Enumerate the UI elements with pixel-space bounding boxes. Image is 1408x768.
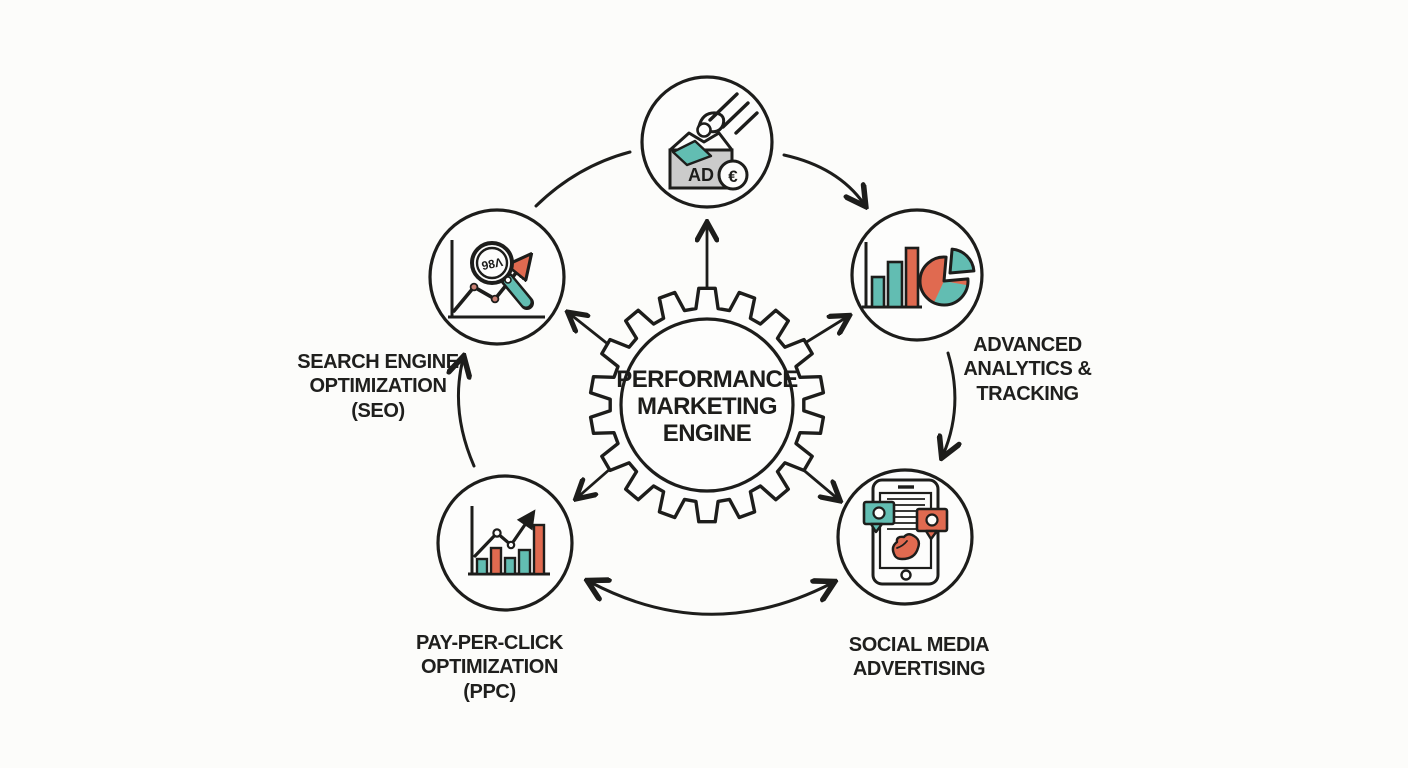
- growth-bar-chart-icon: [468, 506, 550, 576]
- pie-chart: [918, 247, 976, 307]
- dropping-coin: [696, 122, 712, 138]
- line-dot: [490, 294, 500, 304]
- speech-bubble-left: [862, 500, 896, 534]
- euro-coin: [717, 159, 749, 191]
- magnifier-handle-fill: [503, 275, 531, 307]
- speech-bubble-right: [915, 507, 949, 541]
- ad-box-open-top: [668, 131, 734, 152]
- node-ad-budget: AD €: [640, 75, 774, 209]
- arc-analytics-to-social: [943, 351, 955, 455]
- node-circle-ppc: [436, 474, 574, 612]
- arc-ad-to-analytics: [782, 153, 864, 204]
- bar: [517, 548, 532, 576]
- bar: [904, 246, 920, 309]
- ad-box-euro-icon: AD €: [668, 92, 759, 191]
- bar: [532, 523, 546, 576]
- handle-joint-dot: [504, 276, 512, 284]
- node-seo: 98Λ: [428, 208, 566, 346]
- label-seo: SEARCH ENGINE OPTIMIZATION (SEO): [297, 351, 459, 422]
- arc-ppc-to-seo: [458, 359, 476, 468]
- pie-separated-wedge: [948, 247, 976, 275]
- hub-gear: [588, 286, 826, 524]
- bar: [886, 260, 904, 309]
- label-ppc: PAY-PER-CLICK OPTIMIZATION (PPC): [415, 632, 564, 703]
- trend-arrow: [473, 509, 536, 558]
- hand-icon: [697, 111, 726, 134]
- bar: [870, 275, 886, 309]
- bar-pie-chart-icon: [862, 242, 976, 309]
- pie-main-outline: [918, 255, 970, 307]
- trend-dot: [492, 528, 502, 538]
- line-dot: [469, 282, 479, 292]
- cycle-arrows: [458, 150, 955, 616]
- ad-box-label: AD: [688, 165, 714, 185]
- arc-social-ppc-both-ways: [590, 582, 832, 616]
- arc-seo-to-ad: [534, 150, 632, 208]
- euro-symbol: €: [728, 167, 738, 186]
- node-social: [836, 468, 974, 606]
- ad-box-flap: [671, 139, 713, 167]
- node-analytics: [850, 208, 984, 342]
- magnifier-graph-icon: 98Λ: [448, 240, 545, 319]
- coin-speed-lines: [708, 92, 759, 135]
- smartphone-social-icon: [862, 478, 949, 586]
- label-analytics: ADVANCED ANALYTICS & TRACKING: [963, 334, 1092, 405]
- bar: [489, 546, 503, 576]
- trend-dot: [506, 540, 516, 550]
- bar: [503, 556, 517, 576]
- bar: [475, 557, 489, 576]
- hub-inner-circle: [619, 317, 795, 493]
- phone-home-button: [900, 569, 912, 581]
- magnifier-lens-inner: [475, 246, 509, 280]
- node-ppc: [436, 474, 574, 612]
- hub-title: PERFORMANCE MARKETING ENGINE: [616, 366, 798, 448]
- lens-glyphs: 98Λ: [480, 255, 504, 273]
- bird-icon: [891, 533, 921, 561]
- label-social: SOCIAL MEDIA ADVERTISING: [848, 634, 990, 681]
